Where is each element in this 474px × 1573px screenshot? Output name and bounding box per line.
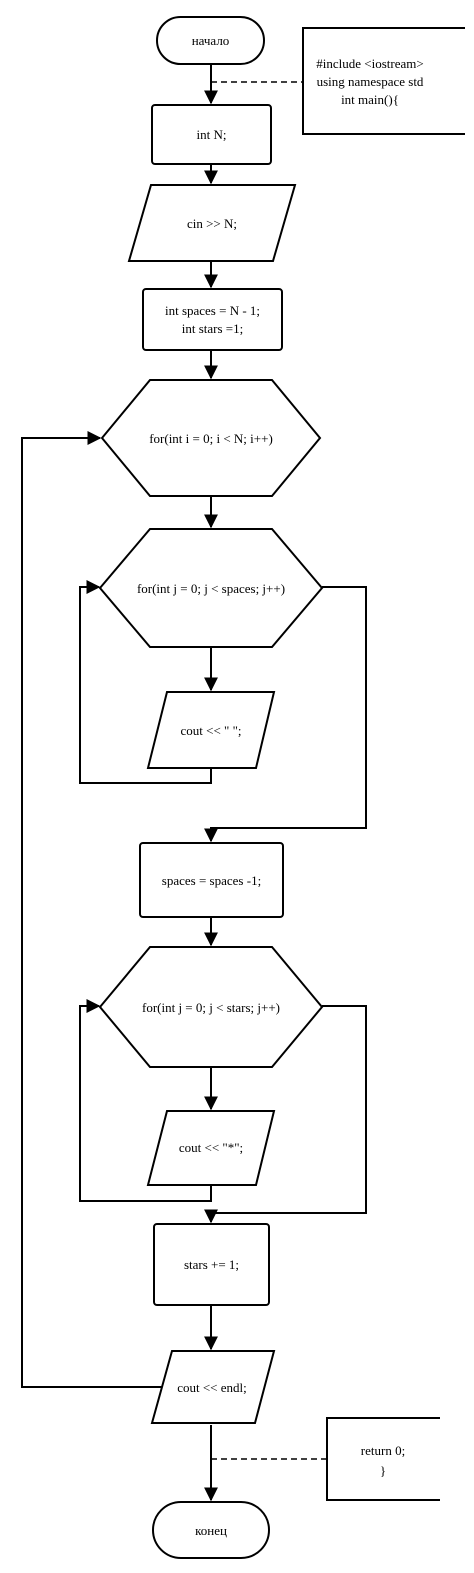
loop-i-hexagon: for(int i = 0; i < N; i++) [100, 379, 322, 497]
dec-spaces-label: spaces = spaces -1; [162, 873, 261, 888]
loop-spaces-label: for(int j = 0; j < spaces; j++) [137, 581, 285, 596]
print-star-parallelogram: cout << "*"; [146, 1110, 276, 1186]
start-label: начало [192, 33, 230, 48]
annotation-top: #include <iostream> using namespace std … [302, 27, 465, 135]
end-terminator: конец [152, 1501, 270, 1559]
arrow-loop-spaces-exit [204, 586, 367, 843]
arrow-endl-loop-back [21, 431, 162, 1388]
arrow-print-space-loop-back [79, 580, 212, 784]
annotation-bottom: return 0; } [326, 1417, 440, 1501]
connectors [21, 65, 367, 1502]
init-label-line-2: int stars =1; [182, 321, 244, 336]
dec-spaces-process: spaces = spaces -1; [139, 842, 284, 918]
inc-stars-process: stars += 1; [153, 1223, 270, 1306]
end-label: конец [195, 1523, 227, 1538]
start-terminator: начало [156, 16, 265, 65]
print-space-label: cout << " "; [180, 723, 241, 738]
print-space-parallelogram: cout << " "; [146, 691, 276, 769]
arrow-print-star-loop-back [79, 999, 212, 1202]
loop-i-label: for(int i = 0; i < N; i++) [149, 431, 273, 446]
inc-stars-label: stars += 1; [184, 1257, 239, 1272]
loop-stars-label: for(int j = 0; j < stars; j++) [142, 1000, 280, 1015]
annotation-bottom-line-2: } [380, 1463, 386, 1478]
annotation-top-line-2: using namespace std [317, 74, 424, 89]
declare-n-process: int N; [151, 104, 272, 165]
print-endl-parallelogram: cout << endl; [150, 1350, 276, 1424]
print-endl-label: cout << endl; [177, 1380, 247, 1395]
input-n-parallelogram: cin >> N; [127, 184, 297, 262]
declare-n-label: int N; [197, 127, 227, 142]
loop-spaces-hexagon: for(int j = 0; j < spaces; j++) [98, 528, 324, 648]
print-star-label: cout << "*"; [179, 1140, 243, 1155]
annotation-top-line-1: #include <iostream> [316, 56, 423, 71]
init-process: int spaces = N - 1; int stars =1; [142, 288, 283, 351]
init-label-line-1: int spaces = N - 1; [165, 303, 260, 318]
annotation-bottom-line-1: return 0; [361, 1443, 405, 1458]
input-n-label: cin >> N; [187, 216, 237, 231]
annotation-top-line-3: int main(){ [341, 92, 399, 107]
arrow-loop-stars-exit [204, 1005, 367, 1224]
loop-stars-hexagon: for(int j = 0; j < stars; j++) [98, 946, 324, 1068]
